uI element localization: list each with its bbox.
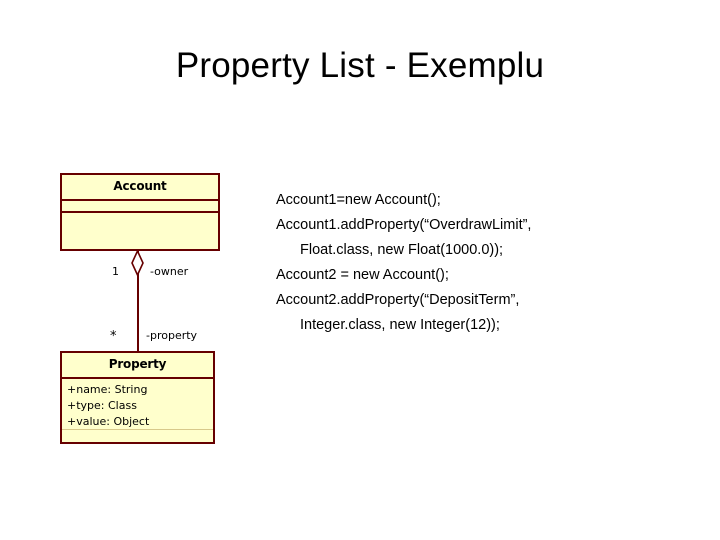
association-target-multiplicity: * (110, 329, 117, 344)
code-line: Account2 = new Account(); (276, 267, 449, 283)
code-line: Account1=new Account(); (276, 192, 441, 208)
uml-class-account[interactable]: Account (60, 173, 220, 251)
code-line: Integer.class, new Integer(12)); (300, 317, 500, 333)
uml-attribute: +name: String (67, 383, 148, 396)
page-title: Property List - Exemplu (175, 46, 545, 85)
code-line: Account1.addProperty(“OverdrawLimit”, (276, 217, 532, 233)
uml-attributes-compartment-property: +name: String +type: Class +value: Objec… (62, 377, 213, 429)
association-source-role: -owner (150, 265, 189, 278)
uml-attribute: +value: Object (67, 415, 150, 428)
uml-class-property[interactable]: Property +name: String +type: Class +val… (60, 351, 215, 444)
association-line (137, 251, 139, 352)
uml-class-name-account: Account (113, 179, 167, 193)
code-line: Account2.addProperty(“DepositTerm”, (276, 292, 520, 308)
association-target-role: -property (146, 329, 198, 342)
uml-attributes-compartment-account (62, 199, 218, 211)
code-line: Float.class, new Float(1000.0)); (300, 242, 504, 258)
uml-operations-compartment-account (62, 211, 218, 249)
uml-attribute: +type: Class (67, 399, 137, 412)
uml-class-name-property: Property (108, 357, 167, 371)
code-sample-block: Account1=new Account(); Account1.addProp… (276, 188, 616, 338)
association-source-multiplicity: 1 (112, 265, 119, 278)
aggregation-diamond-icon (131, 250, 144, 276)
uml-operations-compartment-property (62, 429, 213, 442)
